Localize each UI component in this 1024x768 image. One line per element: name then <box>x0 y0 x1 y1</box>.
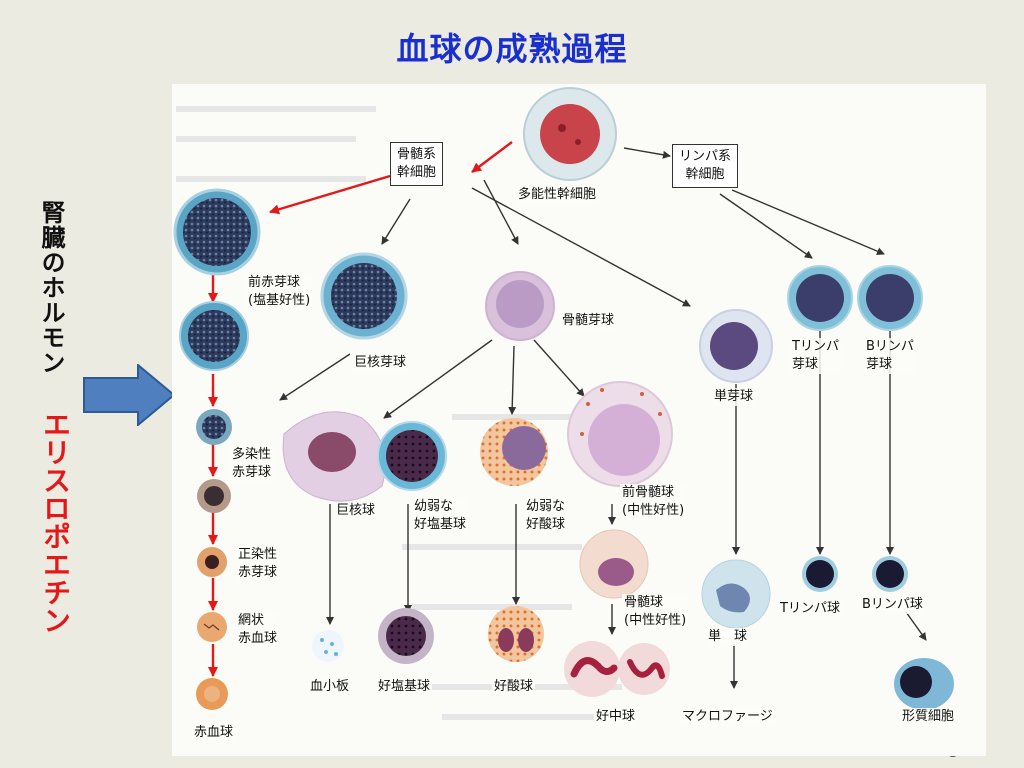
cell-diagram-svg <box>173 87 954 720</box>
megakaryoblast-cell <box>320 252 408 340</box>
monocyte-cell <box>701 559 771 629</box>
immature-eosinophil-label-line1: 幼弱な <box>526 499 566 514</box>
platelet-cell <box>312 630 344 662</box>
monocyte-label: 単 球 <box>706 628 750 646</box>
polychromatic-erythroblast-cell <box>196 409 232 445</box>
megakaryoblast-label: 巨核芽球 <box>352 354 409 372</box>
promyelocyte-label-line2: (中性好性) <box>622 503 685 518</box>
b-lymphocyte-label: Bリンパ球 <box>860 596 925 614</box>
myeloid-stem-cell-box: 骨髄系 幹細胞 <box>390 142 444 186</box>
immature-basophil-label: 幼弱な 好塩基球 <box>412 498 469 534</box>
proerythroblast-label-line1: 前赤芽球 <box>248 275 301 290</box>
basophil-label: 好塩基球 <box>376 678 433 696</box>
proerythroblast-cell <box>173 188 261 276</box>
t-lymphoblast-cell <box>787 265 853 331</box>
neutrophil-cell-2 <box>618 643 670 695</box>
myelocyte-cell <box>579 529 649 599</box>
neutrophil-label: 好中球 <box>594 708 638 726</box>
b-lymphoblast-label-line2: 芽球 <box>866 357 893 372</box>
kidney-hormone-label: 腎臓のホルモン <box>37 200 65 375</box>
macrophage-label: マクロファージ <box>680 708 775 726</box>
plasma-cell <box>894 658 954 710</box>
polychromatic-erythroblast-label-line2: 赤芽球 <box>232 465 272 480</box>
orthochromatic-erythroblast-label: 正染性 赤芽球 <box>236 546 280 582</box>
plasma-cell-label: 形質細胞 <box>900 708 957 726</box>
immature-basophil-label-line2: 好塩基球 <box>414 517 467 532</box>
neutrophil-cell-1 <box>564 641 620 697</box>
platelet-label: 血小板 <box>308 678 352 696</box>
orthochromatic-erythroblast-label-line2: 赤芽球 <box>238 565 278 580</box>
multipotent-stem-cell-label: 多能性幹細胞 <box>516 186 599 204</box>
immature-eosinophil-label-line2: 好酸球 <box>526 517 566 532</box>
polychromatic-erythroblast-label: 多染性 赤芽球 <box>230 446 274 482</box>
proerythroblast-label: 前赤芽球 (塩基好性) <box>246 274 313 310</box>
polychromatic-erythroblast-late-cell <box>197 479 231 513</box>
big-blue-arrow <box>83 364 176 426</box>
eosinophil-label: 好酸球 <box>492 678 536 696</box>
reticulocyte-label-line1: 網状 <box>238 613 265 628</box>
hematopoiesis-figure: 骨髄系 幹細胞 リンパ系 幹細胞 多能性幹細胞 前赤芽球 (塩基好性) 巨核芽球… <box>172 84 986 756</box>
t-lymphocyte-label: Tリンパ球 <box>778 600 842 618</box>
megakaryocyte-cell <box>282 411 386 502</box>
basophil-cell <box>378 608 434 664</box>
t-lymphoblast-label-line2: 芽球 <box>792 357 819 372</box>
b-lymphoblast-label: Bリンパ 芽球 <box>864 338 916 374</box>
t-lymphocyte-cell <box>802 556 838 592</box>
lymphoid-stem-cell-box: リンパ系 幹細胞 <box>672 144 739 188</box>
monoblast-cell <box>699 309 773 383</box>
reticulocyte-cell <box>197 612 227 642</box>
promyelocyte-label-line1: 前骨髄球 <box>622 485 675 500</box>
erythropoietin-label: エリスロポエチン <box>39 410 72 634</box>
myeloblast-cell <box>485 271 555 341</box>
myeloid-stem-line2: 幹細胞 <box>397 165 437 180</box>
reticulocyte-label: 網状 赤血球 <box>236 612 280 648</box>
t-lymphoblast-label: Tリンパ 芽球 <box>790 338 841 374</box>
multipotent-stem-cell <box>523 87 617 181</box>
myeloblast-label: 骨髄芽球 <box>560 312 617 330</box>
lineage-arrows <box>279 147 927 689</box>
orthochromatic-erythroblast-cell <box>197 547 227 577</box>
eosinophil-cell <box>488 606 544 662</box>
b-lymphoblast-label-line1: Bリンパ <box>866 339 914 354</box>
immature-eosinophil-label: 幼弱な 好酸球 <box>524 498 568 534</box>
myelocyte-label-line1: 骨髄球 <box>624 595 664 610</box>
b-lymphoblast-cell <box>857 265 923 331</box>
erythrocyte-cell <box>196 678 228 710</box>
lymphoid-stem-line1: リンパ系 <box>679 149 732 164</box>
erythrocyte-label: 赤血球 <box>192 724 236 742</box>
immature-eosinophil-cell <box>480 418 548 486</box>
slide-title: 血球の成熟過程 <box>396 30 628 68</box>
immature-basophil-cell <box>377 421 447 491</box>
monoblast-label: 単芽球 <box>712 388 756 406</box>
polychromatic-erythroblast-label-line1: 多染性 <box>232 447 272 462</box>
basophilic-erythroblast-cell <box>179 301 249 371</box>
b-lymphocyte-cell <box>872 556 908 592</box>
proerythroblast-label-line2: (塩基好性) <box>248 293 311 308</box>
myelocyte-label-line2: (中性好性) <box>624 613 687 628</box>
myelocyte-label: 骨髄球 (中性好性) <box>622 594 689 630</box>
megakaryocyte-label: 巨核球 <box>334 502 378 520</box>
promyelocyte-label: 前骨髄球 (中性好性) <box>620 484 687 520</box>
t-lymphoblast-label-line1: Tリンパ <box>792 339 839 354</box>
orthochromatic-erythroblast-label-line1: 正染性 <box>238 547 278 562</box>
reticulocyte-label-line2: 赤血球 <box>238 631 278 646</box>
lymphoid-stem-line2: 幹細胞 <box>685 167 725 182</box>
myeloid-stem-line1: 骨髄系 <box>397 147 437 162</box>
promyelocyte-cell <box>567 381 673 487</box>
immature-basophil-label-line1: 幼弱な <box>414 499 454 514</box>
